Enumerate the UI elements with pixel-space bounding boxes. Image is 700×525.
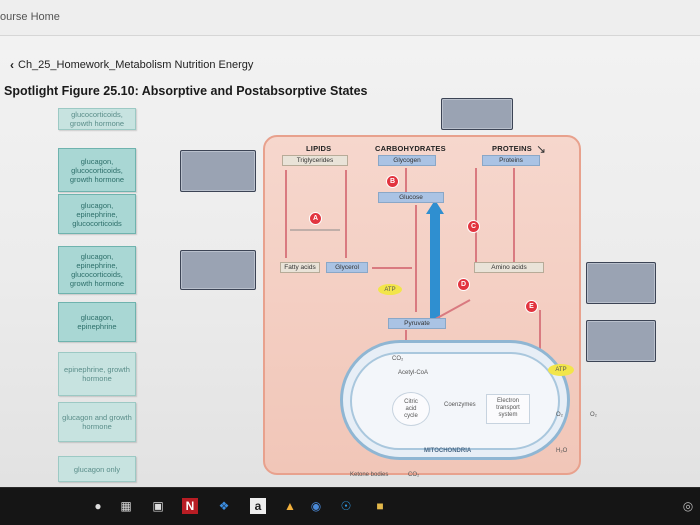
h2o-label: H₂O [556, 448, 568, 454]
fatty-acids-box: Fatty acids [280, 262, 320, 273]
header-proteins: PROTEINS [492, 144, 532, 153]
glucose-box: Glucose [378, 192, 444, 203]
taskview-icon[interactable]: ▦ [120, 499, 132, 513]
photos-icon[interactable]: ▲ [284, 499, 296, 513]
tile-text: glucagon only [73, 464, 121, 474]
acetyl-coa-label: Acetyl-CoA [398, 370, 429, 376]
taskbar: ● ▦ ▣ N ❖ a ▲ ◉ ☉ ■ ◎ [0, 487, 700, 525]
glycerol-box: Glycerol [326, 262, 368, 273]
chrome-icon[interactable]: ◉ [310, 499, 322, 513]
glycogen-box: Glycogen [378, 155, 436, 166]
drop-target-left-2[interactable] [180, 250, 256, 290]
drop-target-right-2[interactable] [586, 320, 656, 362]
tile-text: glucocorticoids, growth hormone [69, 110, 125, 128]
o2-label-b: O₂ [590, 412, 597, 418]
drop-target-top[interactable] [441, 98, 513, 130]
netflix-icon[interactable]: N [182, 498, 198, 514]
microphone-icon[interactable]: ● [94, 499, 102, 513]
coenzymes-label: Coenzymes [444, 402, 476, 408]
tile-text: glucagon, epinephrine, glucocorticoids [72, 200, 122, 228]
amino-acids-box: Amino acids [474, 262, 544, 273]
label-tile[interactable]: glucagon, epinephrine [58, 302, 136, 342]
label-tile[interactable]: glucagon, glucocorticoids, growth hormon… [58, 148, 136, 192]
header-lipids: LIPIDS [306, 144, 332, 153]
electron-transport-box [486, 394, 530, 424]
citric-acid-cycle [392, 392, 430, 426]
dropbox-icon[interactable]: ❖ [218, 499, 230, 513]
pyruvate-box: Pyruvate [388, 318, 446, 329]
mitochondria-label: MITOCHONDRIA [424, 448, 472, 454]
tile-text: glucagon and growth hormone [62, 413, 132, 431]
tile-text: glucagon, glucocorticoids, growth hormon… [69, 156, 125, 184]
label-tile[interactable]: epinephrine, growth hormone [58, 352, 136, 396]
co2-bottom-label: CO₂ [408, 472, 420, 478]
label-tile[interactable]: glucagon and growth hormone [58, 402, 136, 442]
label-tile[interactable]: glucagon, epinephrine, glucocorticoids [58, 194, 136, 234]
browser-screen: ourse Home ‹ Ch_25_Homework_Metabolism N… [0, 0, 700, 487]
atp-bubble: ATP [378, 284, 402, 295]
back-to-assignment-link[interactable]: ‹ Ch_25_Homework_Metabolism Nutrition En… [10, 58, 253, 72]
mouse-cursor-icon: ↘ [536, 142, 547, 156]
label-tile[interactable]: glucocorticoids, growth hormone [58, 108, 136, 130]
badge-e: E [525, 300, 538, 313]
amazon-icon[interactable]: a [250, 498, 266, 514]
badge-d: D [457, 278, 470, 291]
course-home-link[interactable]: ourse Home [0, 11, 60, 23]
edge-icon[interactable]: ☉ [340, 499, 352, 513]
assignment-title: Ch_25_Homework_Metabolism Nutrition Ener… [18, 59, 254, 71]
co2-label: CO₂ [392, 356, 404, 362]
badge-a: A [309, 212, 322, 225]
drop-target-right-1[interactable] [586, 262, 656, 304]
citric-cycle-label: Citric acid cycle [404, 399, 418, 419]
page-title: Spotlight Figure 25.10: Absorptive and P… [4, 84, 368, 98]
tile-text: epinephrine, growth hormone [64, 365, 130, 383]
tile-text: glucagon, epinephrine, glucocorticoids, … [69, 252, 125, 288]
electron-transport-label: Electron transport system [496, 398, 520, 418]
store-icon[interactable]: ▣ [152, 499, 164, 513]
triglycerides-box: Triglycerides [282, 155, 348, 166]
proteins-box: Proteins [482, 155, 540, 166]
tile-text: glucagon, epinephrine [77, 313, 117, 331]
folder-icon[interactable]: ■ [376, 499, 384, 513]
header-bar: ourse Home [0, 0, 700, 36]
atp-bubble-2: ATP [548, 364, 574, 376]
ketone-bodies-label: Ketone bodies [350, 472, 389, 478]
badge-c: C [467, 220, 480, 233]
badge-b: B [386, 175, 399, 188]
label-tile[interactable]: glucagon, epinephrine, glucocorticoids, … [58, 246, 136, 294]
glucose-transport-bar [430, 212, 440, 320]
steam-icon[interactable]: ◎ [682, 499, 694, 513]
pathway-arrows [285, 168, 541, 360]
drop-target-left-1[interactable] [180, 150, 256, 192]
label-tile[interactable]: glucagon only [58, 456, 136, 482]
header-carbohydrates: CARBOHYDRATES [375, 144, 446, 153]
chevron-left-icon: ‹ [10, 58, 14, 72]
arrow-head [426, 200, 444, 214]
o2-label-a: O₂ [556, 412, 563, 418]
